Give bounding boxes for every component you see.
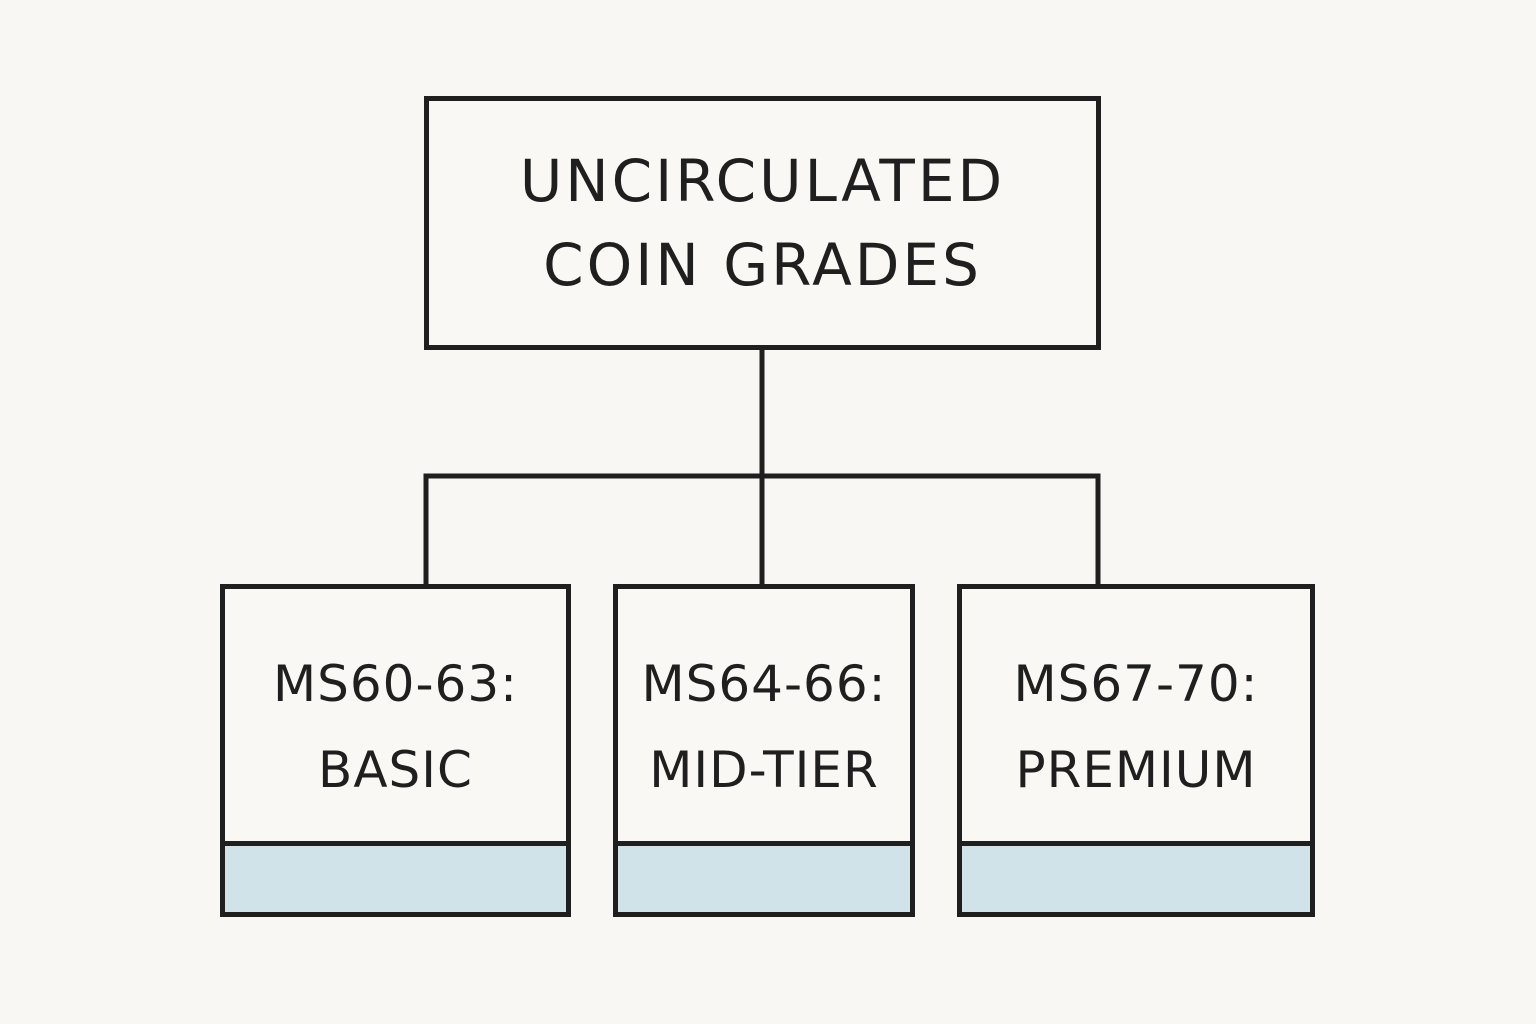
root-title-line-1: UNCIRCULATED bbox=[519, 147, 1006, 215]
child-grade-range: MS64-66: bbox=[641, 655, 887, 713]
child-tier-label: PREMIUM bbox=[1015, 741, 1257, 799]
child-accent-band bbox=[618, 841, 910, 912]
child-grade-range: MS67-70: bbox=[1013, 655, 1259, 713]
child-tier-label: MID-TIER bbox=[649, 741, 879, 799]
child-accent-band bbox=[962, 841, 1310, 912]
child-grade-range: MS60-63: bbox=[272, 655, 518, 713]
child-accent-band bbox=[225, 841, 566, 912]
root-node-uncirculated-coin-grades: UNCIRCULATED COIN GRADES bbox=[424, 96, 1101, 350]
child-node-basic: MS60-63: BASIC bbox=[220, 584, 571, 917]
root-title-line-2: COIN GRADES bbox=[543, 231, 982, 299]
child-node-mid-tier: MS64-66: MID-TIER bbox=[613, 584, 915, 917]
child-node-premium: MS67-70: PREMIUM bbox=[957, 584, 1315, 917]
child-tier-label: BASIC bbox=[318, 741, 473, 799]
